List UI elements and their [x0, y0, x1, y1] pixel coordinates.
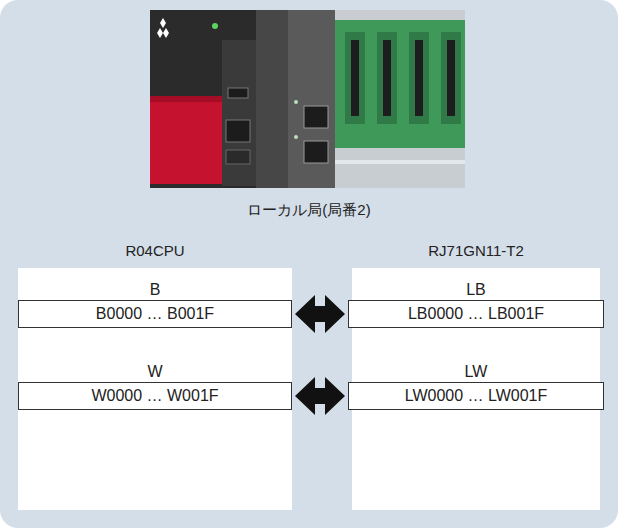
range-box: W0000 … W001F — [18, 382, 292, 410]
range-text: W0000 … W001F — [91, 386, 218, 406]
module-name: R04CPU — [18, 238, 292, 264]
data-link-arrow — [295, 295, 345, 333]
range-box: LW0000 … LW001F — [348, 382, 604, 410]
slot-connectors — [345, 32, 461, 124]
maker-logo — [157, 18, 169, 38]
led — [294, 135, 298, 139]
port-p1 — [304, 106, 328, 128]
base-unit — [335, 10, 465, 188]
power-led — [212, 23, 218, 29]
device-name: B — [18, 280, 292, 300]
cpu-module — [150, 10, 256, 188]
network-module — [256, 10, 288, 188]
range-text: LB0000 … LB001F — [408, 304, 544, 324]
range-text: LW0000 … LW001F — [405, 386, 548, 406]
network-module-front — [288, 10, 335, 188]
range-box: B0000 … B001F — [18, 300, 292, 328]
device-name: LB — [348, 280, 604, 300]
module-name: RJ71GN11-T2 — [352, 238, 600, 264]
device-group: R04CPU B B0000 … B001F W W0000 … W001F — [18, 238, 292, 510]
register-range: B B0000 … B001F — [18, 280, 292, 328]
device-group: RJ71GN11-T2LBLB0000 … LB001FLWLW0000 … L… — [352, 238, 600, 510]
ethernet-port — [226, 120, 250, 142]
base-rail — [335, 148, 465, 188]
white-panel — [18, 268, 292, 510]
cpu-side — [222, 40, 256, 186]
device-name: W — [18, 362, 292, 382]
station-caption: ローカル局(局番2) — [0, 200, 618, 220]
sd-slot — [226, 150, 250, 164]
range-box: LB0000 … LB001F — [348, 300, 604, 328]
cpu-cover — [150, 96, 222, 184]
register-range: W W0000 … W001F — [18, 362, 292, 410]
cpu-cover-edge — [150, 96, 222, 102]
usb-port — [228, 88, 248, 98]
base-rail — [335, 10, 465, 20]
device-name: LW — [348, 362, 604, 382]
register-range: LW LW0000 … LW001F — [348, 362, 604, 410]
base-rail-line — [335, 160, 465, 164]
port-p2 — [304, 141, 328, 163]
register-range: LB LB0000 … LB001F — [348, 280, 604, 328]
led — [294, 100, 298, 104]
range-text: B0000 … B001F — [96, 304, 214, 324]
data-link-arrow — [295, 377, 345, 415]
